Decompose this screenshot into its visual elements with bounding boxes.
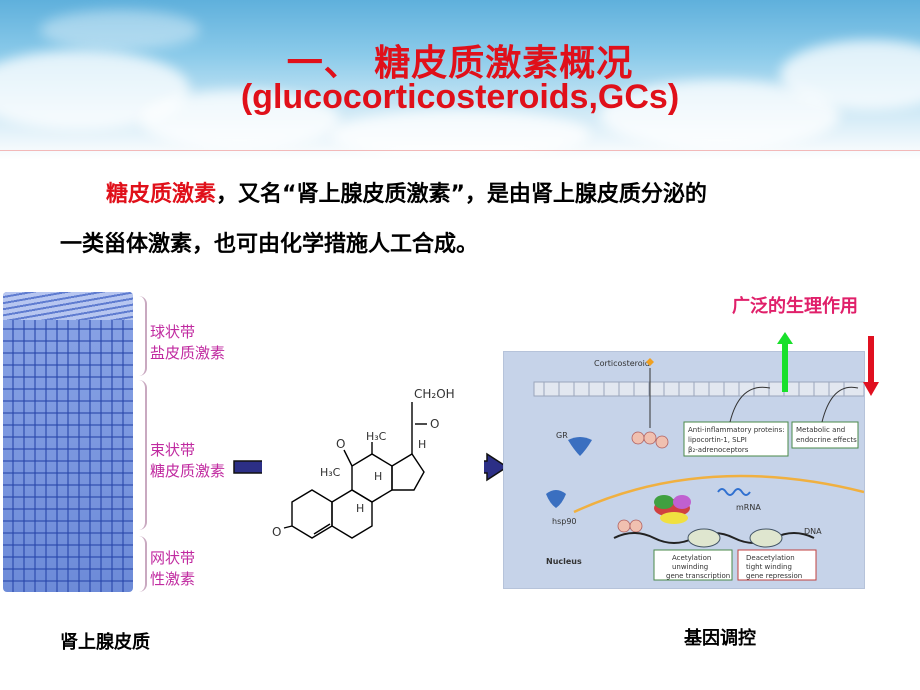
- label-h-1: H: [418, 438, 426, 451]
- page-subtitle: (glucocorticosteroids,GCs): [240, 78, 680, 116]
- zone-glomerulosa: 球状带 盐皮质激素: [150, 322, 225, 364]
- deacetylation-box: [737, 549, 817, 581]
- anti-inflammatory-box: [683, 421, 789, 457]
- mrna-icon: [717, 488, 751, 496]
- zone-hormone: 糖皮质激素: [150, 462, 226, 480]
- gr-receptor-icon: [568, 437, 592, 456]
- transcription-complex: [654, 495, 691, 524]
- label-dna: DNA: [804, 527, 822, 536]
- intro-highlight: 糖皮质激素: [106, 182, 217, 207]
- label-o2: O: [336, 437, 345, 451]
- adrenal-caption: 肾上腺皮质: [60, 632, 150, 653]
- physiological-effects-label: 广泛的生理作用: [732, 296, 858, 317]
- anti-inflammatory-line-2: lipocortin-1, SLPI: [688, 436, 747, 444]
- deacetylation-line-1: Deacetylation: [746, 554, 795, 562]
- deacetylation-line-3: gene repression: [746, 572, 802, 580]
- gene-regulation-panel: Corticosteroid GR hsp90 DNA mRNA: [503, 351, 865, 589]
- acetylation-line-2: unwinding: [672, 563, 708, 571]
- zone-name: 球状带: [150, 323, 196, 341]
- down-arrow-icon: [863, 336, 879, 396]
- zone-hormone: 性激素: [150, 570, 196, 588]
- zone-brace-glomerulosa: [135, 296, 147, 376]
- cortisol-structure: CH₂OH O O O H₃C H₃C H H H: [262, 384, 484, 542]
- zone-brace-reticularis: [135, 536, 147, 592]
- metabolic-line-2: endocrine effects: [796, 436, 857, 444]
- deacetylation-line-2: tight winding: [746, 563, 792, 571]
- header-divider: [0, 150, 920, 151]
- metabolic-line-1: Metabolic and: [796, 426, 845, 434]
- intro-line-1-rest: ，又名“肾上腺皮质激素”，是由肾上腺皮质分泌的: [216, 182, 707, 207]
- label-o3: O: [272, 525, 281, 539]
- label-h3c-1: H₃C: [366, 430, 387, 443]
- hsp90-icon: [546, 490, 566, 508]
- zone-name: 束状带: [150, 441, 196, 459]
- intro-paragraph: 糖皮质激素，又名“肾上腺皮质激素”，是由肾上腺皮质分泌的 一类甾体激素，也可由化…: [60, 170, 880, 270]
- label-nucleus: Nucleus: [546, 557, 582, 566]
- up-arrow-icon: [777, 332, 793, 392]
- page-title: 一、 糖皮质激素概况: [286, 43, 634, 84]
- intro-line-1: 糖皮质激素，又名“肾上腺皮质激素”，是由肾上腺皮质分泌的: [60, 170, 880, 220]
- label-hsp90: hsp90: [552, 517, 577, 526]
- zone-name: 网状带: [150, 549, 196, 567]
- acetylation-line-3: gene transcription: [666, 572, 730, 580]
- zone-hormone: 盐皮质激素: [150, 344, 226, 362]
- intro-line-2: 一类甾体激素，也可由化学措施人工合成。: [60, 232, 479, 257]
- zone-fasciculata: 束状带 糖皮质激素: [150, 440, 225, 482]
- label-h3c-2: H₃C: [320, 466, 341, 479]
- sky-background: [0, 0, 920, 160]
- anti-inflammatory-line-3: β₂-adrenoceptors: [688, 446, 749, 454]
- label-h-2: H: [374, 470, 382, 483]
- label-ch2oh: CH₂OH: [414, 387, 455, 401]
- acetylation-box: [653, 549, 733, 581]
- label-mrna: mRNA: [736, 503, 761, 512]
- adrenal-cortex-image: [3, 292, 133, 592]
- zone-brace-fasciculata: [135, 380, 147, 530]
- gene-caption: 基因调控: [684, 628, 756, 649]
- label-o1: O: [430, 417, 439, 431]
- corticosteroid-icon: [646, 358, 654, 366]
- label-gr: GR: [556, 431, 568, 440]
- label-corticosteroid: Corticosteroid: [594, 359, 650, 368]
- gene-regulation-diagram: Corticosteroid GR hsp90 DNA mRNA: [533, 358, 865, 581]
- metabolic-box: [791, 421, 859, 449]
- adrenal-capsule: [3, 292, 133, 320]
- acetylation-line-1: Acetylation: [672, 554, 711, 562]
- zone-reticularis: 网状带 性激素: [150, 548, 195, 590]
- anti-inflammatory-line-1: Anti-inflammatory proteins:: [688, 426, 785, 434]
- label-h-3: H: [356, 502, 364, 515]
